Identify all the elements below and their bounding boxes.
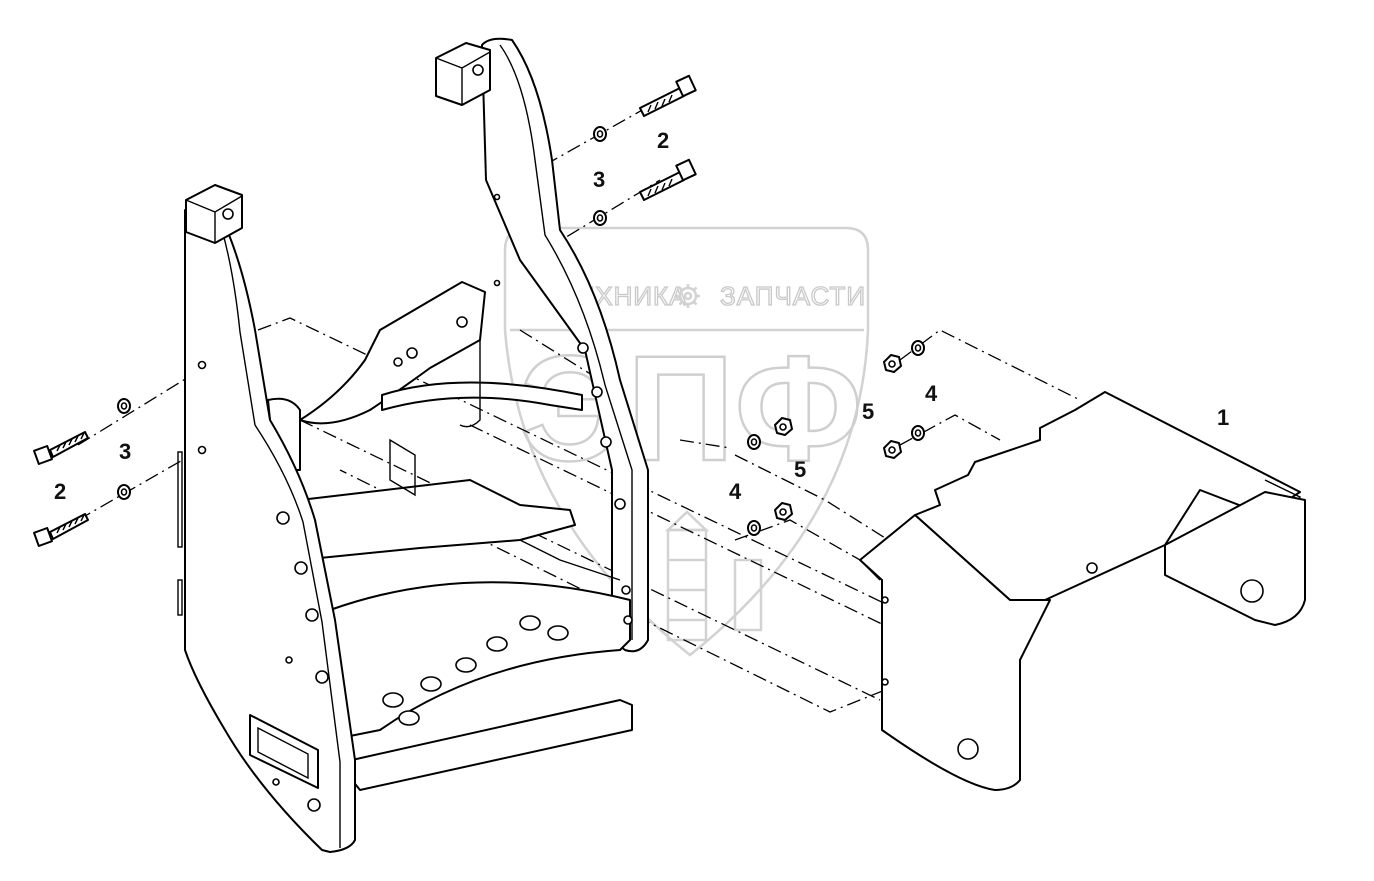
upper-flange [299, 281, 486, 425]
right-top-block [435, 42, 491, 106]
watermark-right-text: ЗАПЧАСТИ [720, 281, 866, 311]
callout-1: 1 [1217, 405, 1229, 430]
bracket [859, 391, 1306, 791]
callout-4-right: 4 [925, 381, 938, 406]
left-side-plate [184, 204, 356, 853]
step-upper [299, 479, 576, 561]
callout-3-right: 3 [593, 167, 605, 192]
callout-3-left: 3 [119, 439, 131, 464]
callout-5-center: 5 [794, 457, 806, 482]
bolt-left-upper [33, 431, 89, 465]
gear-icon [676, 284, 700, 308]
assembly-lines [77, 99, 1081, 713]
callout-2-right: 2 [657, 128, 669, 153]
fasteners [33, 74, 925, 547]
step-lower [329, 581, 631, 741]
nut-right-upper [883, 354, 902, 373]
step-holes [382, 615, 569, 726]
watermark-shield [503, 226, 870, 657]
step-frame [177, 37, 649, 853]
callout-2-left: 2 [54, 479, 66, 504]
nut-center-lower [774, 502, 793, 521]
callout-4-center: 4 [729, 479, 742, 504]
nut-center-upper [774, 417, 793, 436]
upper-arc-strap [381, 381, 583, 411]
bolt-left-lower [33, 513, 89, 547]
bolt-right-upper [639, 74, 697, 117]
left-top-block [185, 184, 243, 244]
right-side-plate [481, 37, 649, 653]
nut-right-lower [883, 440, 902, 459]
callouts: 1 2 3 3 2 4 5 5 4 [54, 128, 1229, 504]
bolt-right-lower [639, 158, 697, 201]
watermark-wheat [610, 510, 763, 642]
bracket-right-leg [1164, 491, 1306, 626]
callout-5-right: 5 [862, 399, 874, 424]
bracket-left-leg [859, 514, 1051, 791]
